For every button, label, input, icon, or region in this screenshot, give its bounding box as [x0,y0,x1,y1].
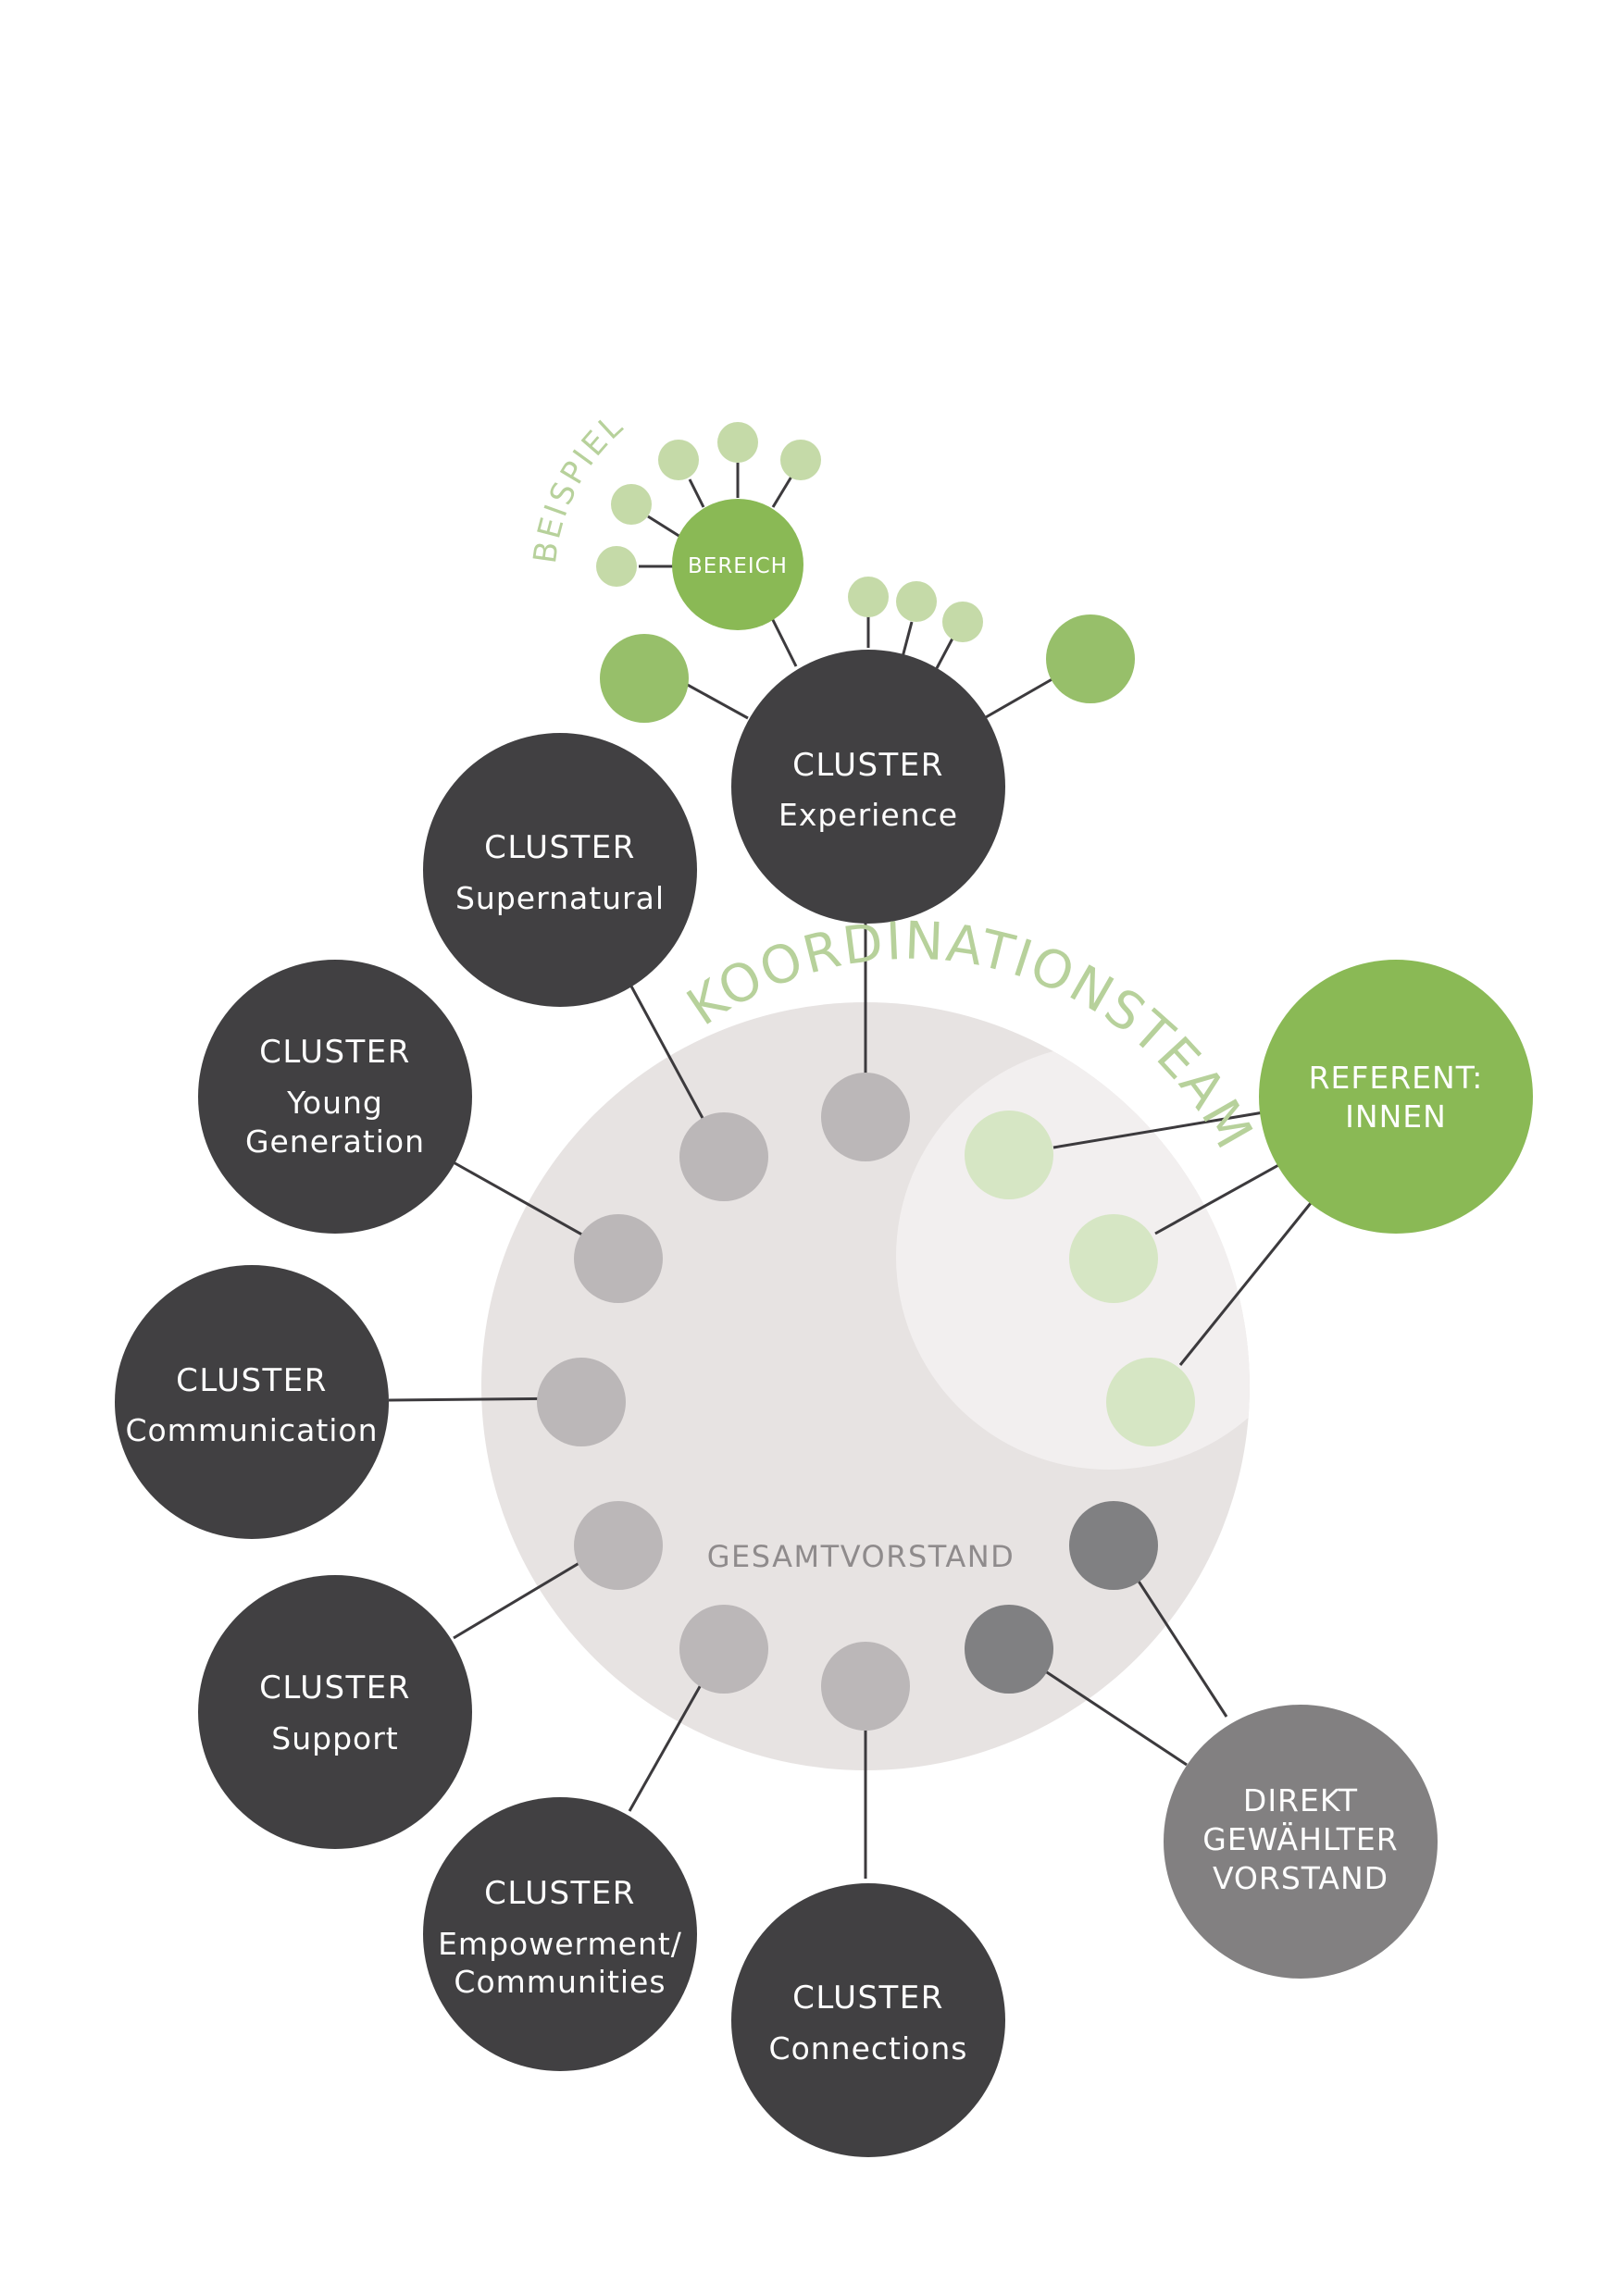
gesamtvorstand-members [537,1073,1195,1731]
cluster-name: Communities [454,1964,666,2000]
cluster-support: CLUSTER Support [198,1575,472,1849]
subnode [717,422,758,463]
direkt-line: DIREKT [1243,1782,1358,1818]
member-node [537,1358,626,1446]
cluster-young-generation: CLUSTER Young Generation [198,960,472,1234]
bereich-node [672,499,803,630]
member-node [679,1605,768,1694]
cluster-name: Support [271,1720,398,1756]
cluster-name: Experience [778,797,958,833]
referent-line: INNEN [1345,1098,1447,1135]
subnode [896,581,937,622]
member-node [821,1073,910,1161]
referent-line: REFERENT: [1309,1060,1484,1096]
subnode [611,484,652,525]
cluster-connections: CLUSTER Connections [731,1883,1005,2157]
subnode [600,634,689,723]
cluster-name: Connections [769,2030,968,2066]
subnode [596,546,637,587]
cluster-title: CLUSTER [259,1034,411,1071]
cluster-name: Young [286,1085,383,1121]
cluster-name: Communication [125,1412,378,1448]
direkt-gewaehlter-vorstand: DIREKT GEWÄHLTER VORSTAND [1164,1705,1438,1979]
member-node [821,1642,910,1731]
member-node [574,1214,663,1303]
subnode [658,440,699,480]
cluster-communication: CLUSTER Communication [115,1265,389,1539]
direkt-line: VORSTAND [1213,1860,1389,1896]
cluster-title: CLUSTER [484,1875,636,1912]
cluster-supernatural: CLUSTER Supernatural [423,733,697,1007]
subnode [942,602,983,642]
referent-innen: REFERENT: INNEN [1259,960,1533,1234]
cluster-experience: CLUSTER Experience [731,650,1005,924]
subnode [848,577,889,617]
direkt-member-node [965,1605,1053,1694]
cluster-title: CLUSTER [484,829,636,866]
bereich-label: BEREICH [688,554,788,578]
cluster-title: CLUSTER [792,747,944,784]
subnode [1046,614,1135,703]
cluster-empowerment: CLUSTER Empowerment/ Communities [423,1797,697,2071]
member-node [679,1112,768,1201]
cluster-name: Supernatural [455,880,665,916]
cluster-title: CLUSTER [259,1669,411,1706]
cluster-name: Empowerment/ [438,1926,682,1962]
referent-member-node [1106,1358,1195,1446]
experience-subnodes [596,422,1135,723]
cluster-title: CLUSTER [792,1980,944,2017]
cluster-name: Generation [245,1123,425,1160]
direkt-member-node [1069,1501,1158,1590]
member-node [574,1501,663,1590]
referent-member-node [965,1111,1053,1199]
cluster-title: CLUSTER [176,1362,328,1399]
gesamtvorstand-label: GESAMTVORSTAND [707,1539,1015,1574]
direkt-line: GEWÄHLTER [1202,1821,1398,1857]
subnode [780,440,821,480]
beispiel-label: BEISPIEL [527,406,632,566]
referent-member-node [1069,1214,1158,1303]
